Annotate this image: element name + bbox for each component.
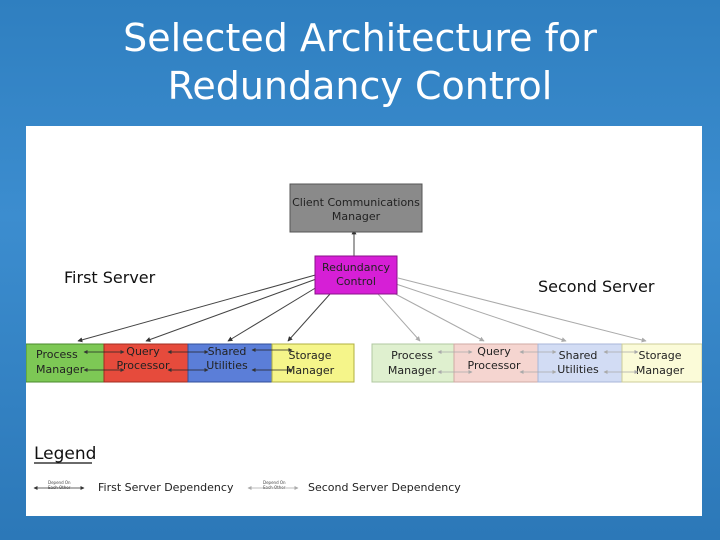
first-server-label: First Server [64, 268, 156, 287]
first-process-line-1: Process [36, 348, 78, 361]
first-query-line-2: Processor [117, 359, 170, 372]
rc-to-storage-second-line [397, 277, 647, 343]
redundancy-box-line-2: Control [336, 275, 376, 288]
second-query-line-1: Query [477, 345, 511, 358]
client-communications-manager-box [289, 183, 423, 233]
first-query-line-1: Query [126, 345, 160, 358]
client-box-line-2: Manager [332, 210, 381, 223]
redundancy-control-box [314, 255, 398, 295]
slide-title: Selected Architecture for Redundancy Con… [0, 14, 720, 110]
first-server-dependency-lines [77, 229, 357, 343]
rc-to-shared-second-line [395, 283, 567, 342]
second-module-arrows [437, 350, 639, 374]
legend-first-caption-2: Each Other [48, 485, 71, 490]
first-module-arrows [83, 348, 293, 372]
second-storage-line-1: Storage [638, 349, 681, 362]
legend-second-label: Second Server Dependency [308, 481, 461, 494]
rc-to-shared-first-line [227, 283, 323, 342]
slide-title-line-1: Selected Architecture for [123, 16, 597, 60]
legend-first-label: First Server Dependency [98, 481, 234, 494]
rc-to-storage-first-line [287, 293, 331, 342]
first-server-modules: Process Manager Query Processor Shared U… [26, 343, 355, 383]
second-server-modules: Process Manager Query Processor Shared U… [371, 343, 702, 383]
legend-first-dependency: Depend On Each Other First Server Depend… [33, 480, 234, 494]
slide-title-line-2: Redundancy Control [167, 64, 553, 108]
second-query-line-2: Processor [468, 359, 521, 372]
redundancy-box-line-1: Redundancy [322, 261, 391, 274]
second-storage-line-2: Manager [636, 364, 685, 377]
second-server-label: Second Server [538, 277, 655, 296]
rc-to-query-second-line [385, 288, 485, 342]
legend-second-dependency: Depend On Each Other Second Server Depen… [247, 480, 461, 494]
rc-to-process-first-line [77, 273, 320, 343]
legend-first-caption-1: Depend On [48, 480, 71, 485]
client-box-line-1: Client Communications [292, 196, 420, 209]
legend-second-caption-2: Each Other [263, 485, 286, 490]
second-shared-line-2: Utilities [557, 363, 599, 376]
second-shared-line-1: Shared [559, 349, 598, 362]
legend-second-caption-1: Depend On [263, 480, 286, 485]
rc-to-process-second-line [377, 293, 421, 342]
rc-to-query-first-line [145, 277, 320, 342]
first-storage-line-1: Storage [288, 349, 331, 362]
second-process-line-2: Manager [388, 364, 437, 377]
first-process-line-2: Manager [36, 363, 85, 376]
second-server-dependency-lines [377, 277, 647, 343]
first-shared-line-1: Shared [208, 345, 247, 358]
diagram-panel: Client Communications Manager Redundancy… [26, 126, 702, 516]
legend-title: Legend [34, 444, 96, 464]
first-storage-line-2: Manager [286, 364, 335, 377]
first-shared-line-2: Utilities [206, 359, 248, 372]
architecture-diagram: Client Communications Manager Redundancy… [26, 183, 702, 494]
second-process-line-1: Process [391, 349, 433, 362]
